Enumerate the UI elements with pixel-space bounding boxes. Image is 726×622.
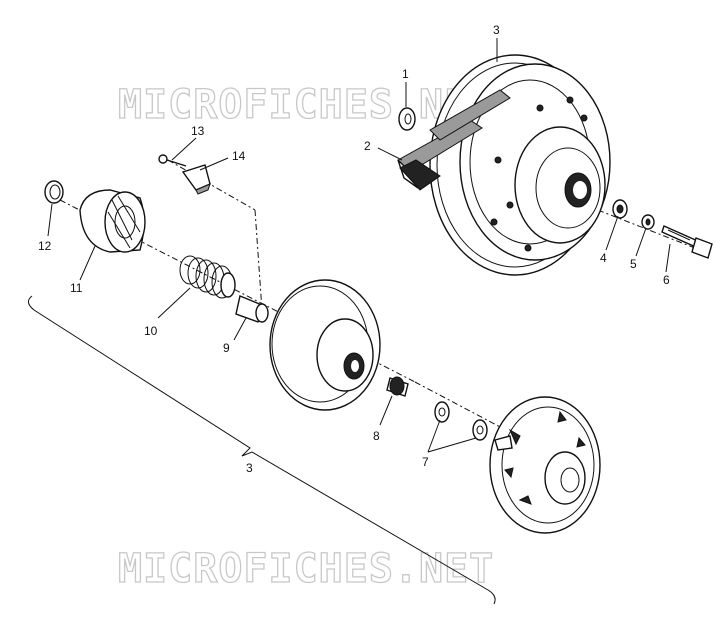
assembly-bracket <box>28 295 496 605</box>
part-7-washers <box>434 401 488 441</box>
callout-3a: 3 <box>493 23 500 37</box>
callout-8: 8 <box>373 429 380 443</box>
drive-sheave <box>429 54 611 276</box>
callout-12: 12 <box>38 239 52 253</box>
part-9-bushing <box>235 295 269 323</box>
callout-1: 1 <box>402 67 409 81</box>
callout-9: 9 <box>223 341 230 355</box>
callout-10: 10 <box>144 324 158 338</box>
callout-3b: 3 <box>246 461 253 475</box>
driven-sheave-moveable <box>269 279 381 411</box>
driven-sheave-fixed <box>489 396 601 534</box>
callout-11: 11 <box>70 281 83 295</box>
watermark-top: MICROFICHES.NET <box>118 82 494 128</box>
part-12-snap-ring <box>44 180 64 204</box>
callout-6: 6 <box>663 273 670 287</box>
part-1-washer <box>398 107 416 131</box>
callout-14: 14 <box>232 149 246 163</box>
callout-4: 4 <box>600 251 607 265</box>
callout-2: 2 <box>364 139 371 153</box>
part-11-cam <box>79 189 146 253</box>
callout-7: 7 <box>422 455 429 469</box>
part-4-washer <box>612 199 628 219</box>
part-8-bushing <box>386 376 409 397</box>
callout-13: 13 <box>191 124 205 138</box>
drive-belt <box>397 89 511 191</box>
callout-labels: 1 2 3 4 5 6 7 8 9 10 11 12 13 14 3 <box>38 23 670 475</box>
callout-5: 5 <box>630 257 637 271</box>
part-6-bolt <box>661 225 713 259</box>
part-14-button <box>181 164 211 195</box>
part-10-spring <box>179 255 236 299</box>
assembly-axes <box>59 159 701 449</box>
part-5-lock-washer <box>641 214 655 230</box>
leader-lines <box>47 38 671 453</box>
watermark-bottom: MICROFICHES.NET <box>118 546 494 592</box>
part-13-screw <box>158 154 187 167</box>
